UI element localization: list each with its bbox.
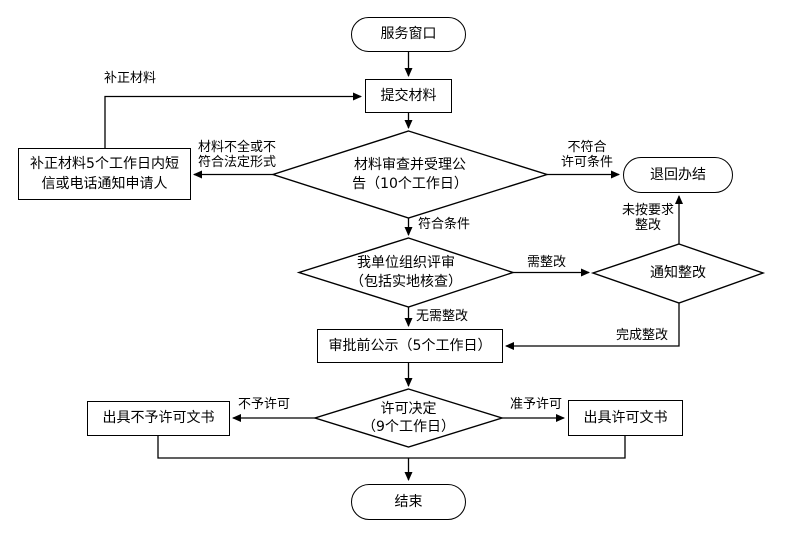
diamond-review-label: 材料审查并受理公 告（10个工作日） (352, 157, 468, 192)
edge-label-materials-incomplete: 材料不全或不 符合法定形式 (197, 140, 276, 170)
diamond-decision (312, 388, 505, 448)
diamond-rectify-notice (590, 243, 766, 304)
node-grant-document: 出具许可文书 (568, 400, 683, 436)
node-end-terminator: 结束 (351, 484, 466, 520)
edge-label-meet-conditions: 符合条件 (418, 217, 471, 232)
edge-label-deny: 不予许可 (238, 397, 291, 412)
node-supplement-notice: 补正材料5个工作日内短 信或电话通知申请人 (18, 148, 191, 200)
edge-label-need-rectification: 需整改 (527, 255, 567, 270)
edge-label-rectification-not-done: 未按要求 整改 (621, 203, 674, 233)
edge-label-no-rectification: 无需整改 (416, 309, 469, 324)
diamond-evaluation-label: 我单位组织评审 （包括实地核查） (350, 255, 462, 290)
node-deny-document: 出具不予许可文书 (87, 401, 230, 436)
edge-label-approve: 准予许可 (510, 397, 563, 412)
diamond-evaluation (296, 237, 516, 308)
diamond-review (270, 130, 550, 219)
edge-supplement-to-submit (104, 92, 362, 148)
diamond-decision-label: 许可决定 （9个工作日） (362, 400, 455, 435)
edge-label-rectification-done: 完成整改 (616, 328, 669, 343)
edge-label-supplement-materials: 补正材料 (104, 71, 157, 86)
node-submit-materials: 提交材料 (365, 79, 452, 113)
edge-rectify-to-publicity (505, 303, 680, 350)
node-pre-approval-publicity: 审批前公示（5个工作日） (317, 329, 503, 363)
diamond-rectify-notice-label: 通知整改 (650, 265, 706, 282)
edge-label-not-meet-conditions: 不符合 许可条件 (560, 140, 613, 170)
edge-merge-line (157, 436, 626, 459)
node-start-terminator: 服务窗口 (351, 17, 466, 52)
node-return-close: 退回办结 (623, 157, 733, 193)
